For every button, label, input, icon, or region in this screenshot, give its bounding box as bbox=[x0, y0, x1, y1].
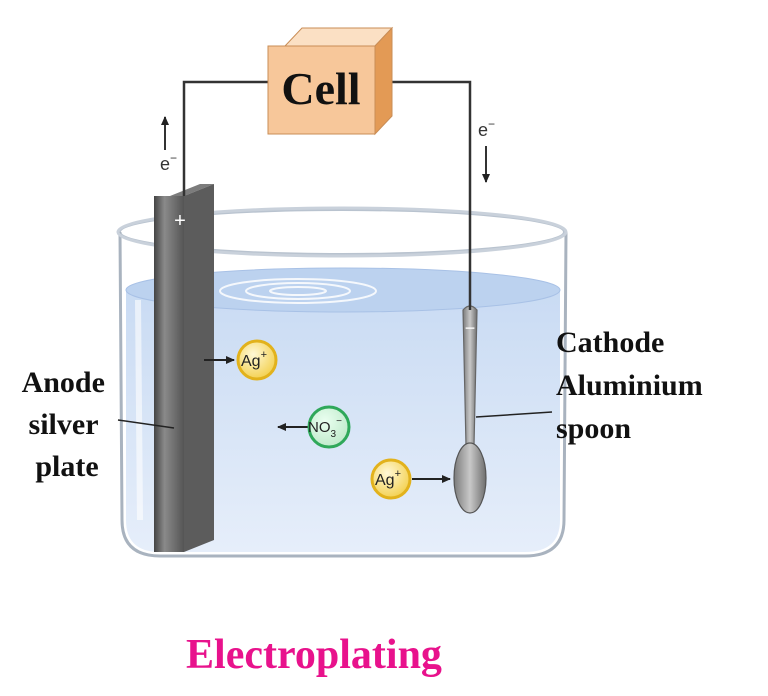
cathode-label: Cathode Aluminium spoon bbox=[556, 326, 710, 445]
anode-label: Anode silver plate bbox=[22, 366, 113, 483]
svg-text:NO3−: NO3− bbox=[308, 416, 342, 440]
anode-sign: + bbox=[174, 210, 186, 232]
beaker-body bbox=[118, 231, 568, 558]
cell-battery: Cell bbox=[267, 26, 394, 136]
cathode-sign: − bbox=[465, 318, 476, 338]
cell-label: Cell bbox=[281, 63, 360, 114]
silver-ion-bottom: Ag+ bbox=[370, 458, 451, 500]
svg-text:Ag+: Ag+ bbox=[241, 349, 267, 370]
cathode-spoon: − bbox=[453, 305, 487, 514]
beaker-rim-front bbox=[116, 206, 568, 258]
electron-arrow-right: e− bbox=[478, 117, 495, 183]
caption: Electroplating bbox=[186, 632, 442, 678]
svg-text:Ag+: Ag+ bbox=[375, 468, 401, 489]
anode-leader-line bbox=[117, 419, 175, 429]
beaker-highlight bbox=[135, 299, 143, 521]
nitrate-ion: NO3− bbox=[277, 405, 351, 449]
surface-ripples bbox=[219, 278, 377, 304]
cathode-leader-line bbox=[475, 411, 553, 418]
electron-arrow-left: e− bbox=[160, 116, 177, 174]
electron-label-right: e− bbox=[478, 117, 495, 140]
circuit-wires bbox=[182, 80, 472, 310]
silver-ion-top: Ag+ bbox=[204, 339, 278, 381]
solution-surface bbox=[125, 267, 561, 313]
anode-plate: + bbox=[154, 184, 214, 552]
electron-label-left: e− bbox=[160, 151, 177, 174]
